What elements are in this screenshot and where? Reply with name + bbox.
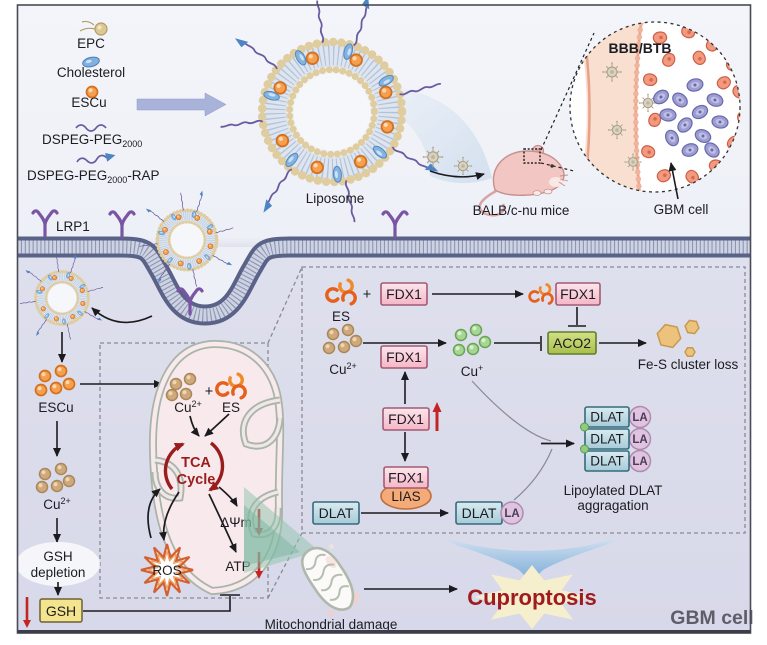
- fdx1-box-1: [380, 282, 428, 306]
- fdx1-box-2: [380, 345, 428, 369]
- ros-burst: ROS: [140, 543, 194, 597]
- delta-psi-label: ΔΨm: [220, 515, 252, 530]
- cascade-dashed-box: [301, 266, 746, 534]
- cu1-label: Cu+: [461, 363, 484, 379]
- dlat-stack-label-2: DLAT: [590, 432, 624, 447]
- dspeg-peg-icon: [75, 124, 107, 132]
- la-circle-1: [500, 501, 524, 525]
- cu2-mito-label: Cu2+: [174, 399, 202, 415]
- fdx1-label-2: FDX1: [386, 349, 422, 365]
- dlat-stack-label-1: DLAT: [590, 410, 624, 425]
- gsh-down-arrow: [23, 597, 31, 628]
- aggregation-label-1: Lipoylated DLAT: [564, 483, 663, 498]
- legend-cholesterol-label: Cholesterol: [57, 65, 125, 80]
- cu2-left-label: Cu2+: [43, 496, 71, 512]
- cu1-aco2-tbar: [494, 336, 542, 351]
- lias-label: LIAS: [391, 489, 420, 504]
- gsh-inhibition-tbar: [83, 594, 240, 612]
- plus-sign: +: [205, 384, 213, 400]
- gsh-depletion-label-2: depletion: [31, 565, 86, 580]
- legend-epc-label: EPC: [77, 36, 105, 51]
- escu-label: ESCu: [38, 400, 73, 415]
- mouse-tail: [478, 189, 506, 217]
- legend: EPC Cholesterol ESCu DSPEG-PEG2000 DSPEG…: [27, 20, 160, 185]
- delivery-swoosh: [385, 88, 492, 184]
- gsh-depletion-label-1: GSH: [43, 549, 72, 564]
- es-cascade-label: ES: [332, 309, 350, 324]
- ros-label: ROS: [152, 563, 181, 578]
- cuproptosis-label: Cuproptosis: [467, 585, 597, 610]
- injection-arrow: [429, 170, 485, 180]
- mice-label: BALB/c-nu mice: [473, 203, 570, 218]
- fes-loss-label: Fe-S cluster loss: [638, 357, 739, 372]
- mito-damage-label: Mitochondrial damage: [265, 617, 398, 632]
- dlat-label-2: DLAT: [462, 505, 497, 521]
- endocytosis-arrow: [91, 307, 153, 324]
- fdx1-box-4: [383, 466, 429, 489]
- formulation-arrow: [136, 92, 227, 117]
- mouse-body: [492, 150, 565, 196]
- dlat-label-1: DLAT: [319, 505, 354, 521]
- plus-sign: +: [363, 287, 371, 303]
- gsh-box: [39, 598, 83, 623]
- bbb-label: BBB/BTB: [609, 40, 672, 56]
- lrp1-label: LRP1: [56, 219, 90, 234]
- dlat-aggregate-stack: DLAT DLAT DLAT LA LA LA: [580, 405, 652, 473]
- fdx1-label-4: FDX1: [388, 470, 424, 486]
- fdx1-label-3: FDX1: [388, 411, 424, 427]
- fdx1-box-3: [382, 407, 430, 431]
- brain-roi-box: [523, 148, 541, 164]
- tca-label-2: Cycle: [177, 472, 216, 488]
- dlat-box-1: [312, 501, 360, 525]
- fdx1-label-complex: FDX1: [560, 286, 596, 302]
- gbm-cell-arrow: [668, 162, 679, 200]
- mouse-eye: [550, 164, 554, 168]
- fdx1-aco2-tbar: [568, 307, 586, 327]
- legend-dspeg-rap-label: DSPEG-PEG2000-RAP: [27, 168, 160, 185]
- aggregation-label-2: aggragation: [577, 498, 648, 513]
- fdx1-box-complex: [555, 282, 601, 306]
- vessel-wall: [576, 22, 644, 192]
- gbm-cell-corner-label: GBM cell: [670, 607, 753, 629]
- dlat-stack-label-3: DLAT: [590, 454, 624, 469]
- cholesterol-icon: [82, 56, 100, 68]
- fdx1-label-1: FDX1: [386, 286, 422, 302]
- bbb-dashed-circle: [569, 21, 741, 193]
- aco2-box: [547, 331, 597, 355]
- cu2-cascade-label: Cu2+: [329, 361, 357, 377]
- gsh-box-label: GSH: [46, 603, 76, 619]
- magnifier-wedge-inner: [244, 505, 300, 566]
- convergence-arrow: [444, 538, 618, 582]
- figure-border-bottom: [17, 630, 751, 634]
- aco2-label: ACO2: [553, 335, 591, 351]
- la-stack-label-3: LA: [632, 456, 647, 468]
- es-mito-label: ES: [222, 400, 240, 415]
- gbm-cell-label: GBM cell: [654, 202, 709, 217]
- damaged-mitochondrion: [300, 544, 360, 617]
- la-stack-label-2: LA: [632, 434, 647, 446]
- epc-icon: [79, 20, 108, 36]
- la-label-1: LA: [504, 508, 519, 520]
- dspeg-peg-rap-icon: [76, 153, 116, 164]
- cuproptosis-burst: [474, 565, 590, 629]
- la-stack-label-1: LA: [632, 412, 647, 424]
- mouse: [478, 144, 569, 217]
- fdx1-up-arrow: [432, 402, 442, 431]
- dlat-to-aggregation-curve: [513, 448, 553, 501]
- cuproptosis-cascade: ES + FDX1 FDX1 Cu2+ FDX1 Cu+ ACO2 Fe-S c…: [312, 276, 739, 525]
- tca-label-1: TCA: [181, 455, 211, 471]
- legend-escu-label: ESCu: [71, 95, 106, 110]
- gsh-depletion-glow: [16, 542, 100, 586]
- mouse-whiskers: [558, 174, 569, 187]
- cu1-to-aggregation-curve: [471, 380, 552, 442]
- tca-cycle: TCA Cycle: [163, 441, 225, 492]
- legend-dspeg-label: DSPEG-PEG2000: [42, 132, 142, 149]
- liposome-label: Liposome: [306, 191, 365, 206]
